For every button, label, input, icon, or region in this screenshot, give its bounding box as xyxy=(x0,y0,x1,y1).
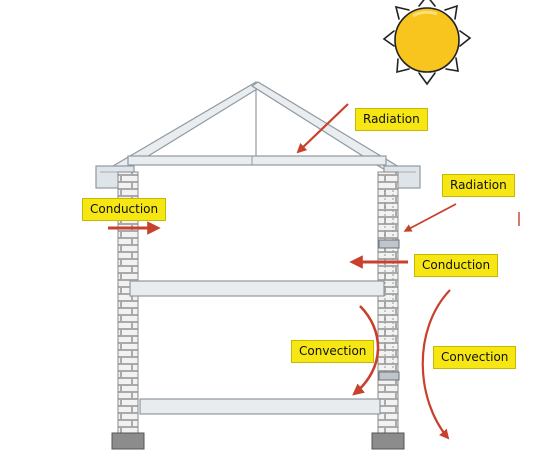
convection-outside-label: Convection xyxy=(433,346,517,369)
convection-inside-label: Convection xyxy=(291,340,375,363)
upper-floor-slab xyxy=(129,280,385,297)
left-brick-wall xyxy=(111,171,145,450)
right-wall xyxy=(371,171,405,450)
radiation-wall-arrow xyxy=(403,203,457,232)
convection-outside-arrow xyxy=(421,289,451,440)
conduction-left-label: Conduction xyxy=(82,198,167,221)
convection-inside-arrow xyxy=(352,305,380,396)
conduction-right-label: Conduction xyxy=(414,254,499,277)
ground-floor-slab xyxy=(139,398,381,415)
radiation-roof-arrow xyxy=(296,103,349,154)
sun-icon xyxy=(382,0,472,86)
roof-truss xyxy=(94,81,421,189)
radiation-roof-label: Radiation xyxy=(355,108,428,131)
radiation-wall-label: Radiation xyxy=(442,174,515,197)
